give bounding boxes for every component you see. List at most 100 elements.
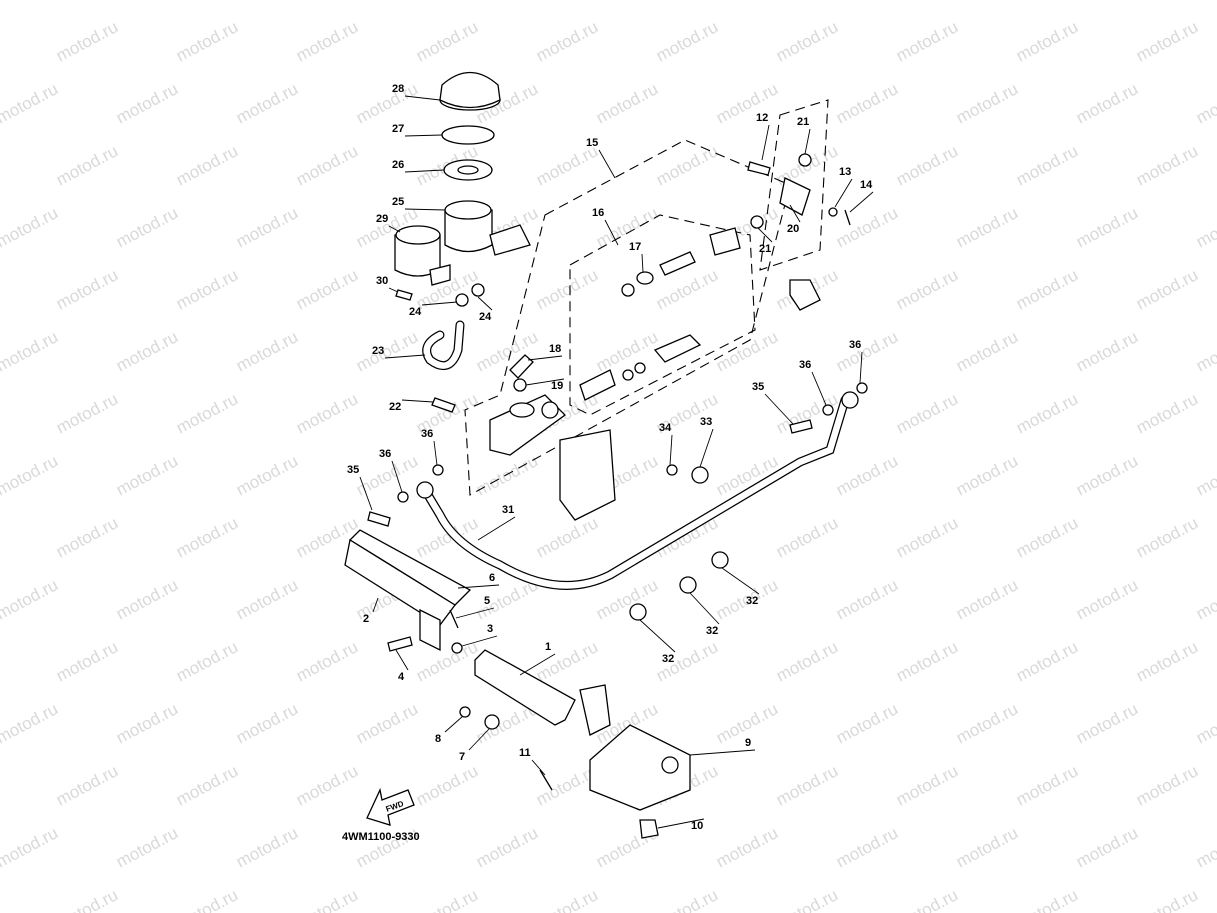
leader-line [641,253,644,273]
callout-35: 35 [347,464,359,476]
watermark-text: motod.ru [1193,327,1217,375]
bracket-9 [589,724,691,811]
callout-2: 2 [363,613,369,625]
watermark-text: motod.ru [533,17,601,65]
watermark-text: motod.ru [1193,699,1217,747]
watermark-text: motod.ru [1133,513,1201,561]
watermark-text: motod.ru [893,265,961,313]
callout-20: 20 [787,223,799,235]
leader-line [764,393,794,425]
watermark-text: motod.ru [713,0,781,4]
watermark-text: motod.ru [413,637,481,685]
callout-36: 36 [799,359,811,371]
watermark-text: motod.ru [1133,885,1201,913]
watermark-text: motod.ru [773,17,841,65]
watermark-text: motod.ru [593,79,661,127]
watermark-text: motod.ru [1013,17,1081,65]
watermark-text: motod.ru [293,389,361,437]
callout-35: 35 [752,381,764,393]
watermark-text: motod.ru [53,761,121,809]
watermark-text: motod.ru [1073,327,1141,375]
watermark-text: motod.ru [593,327,661,375]
leader-line [421,301,458,306]
leader-line [834,178,853,208]
watermark-text: motod.ru [293,17,361,65]
leader-line [689,749,756,756]
callout-11: 11 [519,747,531,759]
callout-6: 6 [489,572,495,584]
watermark-text: motod.ru [233,203,301,251]
watermark-text: motod.ru [113,575,181,623]
watermark-text: motod.ru [653,513,721,561]
leader-line [519,653,556,676]
watermark-text: motod.ru [473,451,541,499]
watermark-text: motod.ru [773,637,841,685]
callout-31: 31 [502,504,514,516]
watermark-text: motod.ru [0,761,1,809]
clamp-32a [711,551,729,569]
watermark-text: motod.ru [353,0,421,4]
leader-line [657,818,705,829]
pin-5 [449,609,459,629]
callout-32: 32 [746,595,758,607]
leader-line [689,592,720,625]
watermark-text: motod.ru [713,327,781,375]
master-cylinder-body [489,394,566,456]
callout-33: 33 [700,416,712,428]
watermark-text: motod.ru [0,699,61,747]
watermark-text: motod.ru [473,0,541,4]
watermark-text: motod.ru [833,699,901,747]
callout-32: 32 [706,625,718,637]
watermark-text: motod.ru [233,823,301,871]
leader-line [457,584,500,589]
spring-11 [539,769,553,791]
callout-28: 28 [392,83,404,95]
leader-line [525,378,565,386]
callout-8: 8 [435,733,441,745]
callout-14: 14 [860,179,873,191]
watermark-text: motod.ru [0,885,1,913]
watermark-text: motod.ru [1013,761,1081,809]
watermark-text: motod.ru [173,885,241,913]
watermark-text: motod.ru [473,823,541,871]
watermark-text: motod.ru [953,451,1021,499]
watermark-text: motod.ru [1073,203,1141,251]
callout-26: 26 [392,159,404,171]
clamp-33 [691,466,709,484]
watermark-text: motod.ru [1193,451,1217,499]
watermark-text: motod.ru [233,79,301,127]
leader-line [477,296,493,311]
watermark-text: motod.ru [1133,761,1201,809]
watermark-text: motod.ru [113,0,181,4]
leader-line [372,597,379,613]
watermark-text: motod.ru [1073,699,1141,747]
watermark-text: motod.ru [113,203,181,251]
watermark-text: motod.ru [1013,885,1081,913]
bolt-35b [789,419,813,434]
clip-8 [459,706,471,718]
watermark-text: motod.ru [293,265,361,313]
leader-line [388,287,399,293]
watermark-text: motod.ru [173,389,241,437]
watermark-text: motod.ru [173,513,241,561]
callout-15: 15 [586,137,598,149]
watermark-text: motod.ru [1133,141,1201,189]
reservoir-cap-28 [439,72,501,111]
leader-line [433,440,438,466]
watermark-text: motod.ru [0,265,1,313]
watermark-text: motod.ru [53,17,121,65]
watermark-text: motod.ru [1133,389,1201,437]
clamp-32c [629,603,647,621]
watermark-text: motod.ru [173,141,241,189]
watermark-text: motod.ru [353,327,421,375]
watermark-text: motod.ru [1073,0,1141,4]
watermark-text: motod.ru [113,79,181,127]
leader-line [531,759,546,776]
watermark-text: motod.ru [953,823,1021,871]
callout-1: 1 [545,641,551,653]
bolt-35a [367,511,391,527]
watermark-text: motod.ru [0,389,1,437]
leader-line [849,191,874,213]
leader-line [598,149,616,179]
